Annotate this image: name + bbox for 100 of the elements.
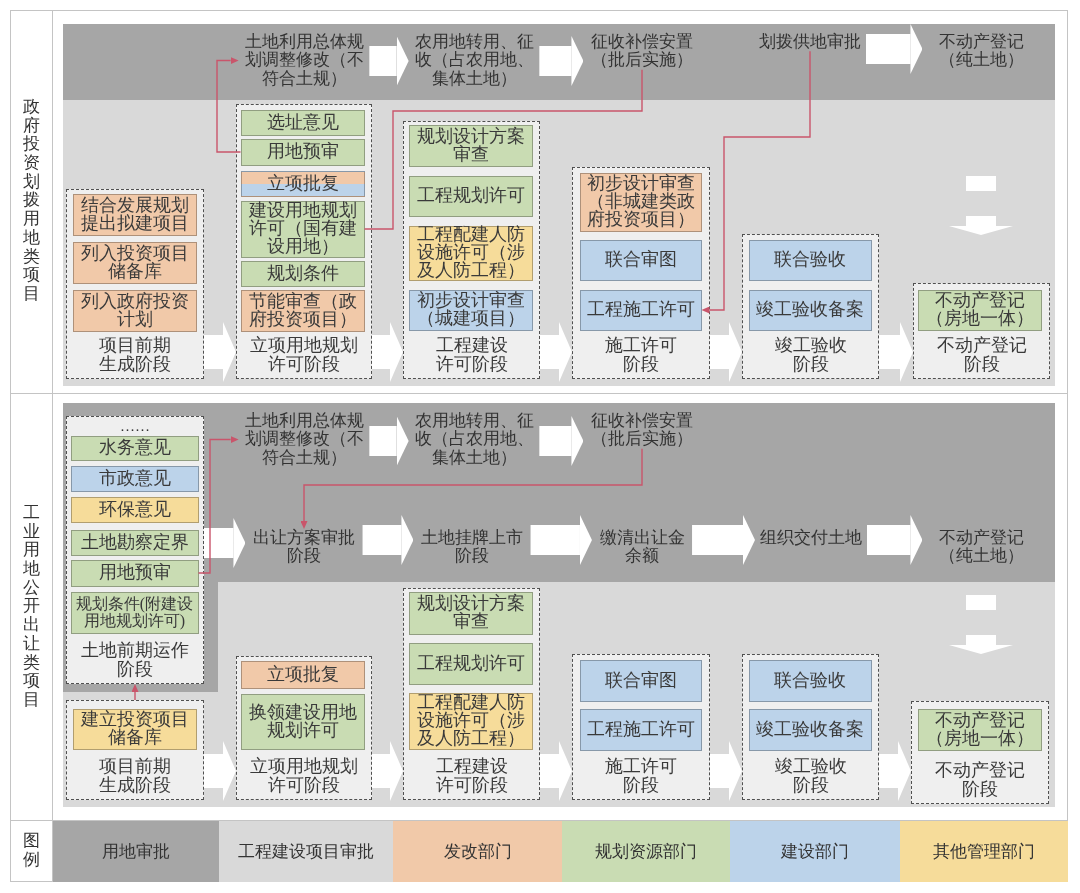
process-label: 工程施工许可 <box>586 720 695 739</box>
process-label: 初步设计审查（非城建类政府投资项目） <box>585 175 696 229</box>
process-box <box>240 109 365 136</box>
process-label: 列入投资项目储备库 <box>79 244 190 281</box>
legend-label: 其他管理部门 <box>933 841 1035 863</box>
block-arrow <box>866 24 923 74</box>
process-label: 立项批复 <box>266 665 339 684</box>
stage-group <box>913 283 1050 379</box>
process-box <box>408 692 533 750</box>
process-box <box>240 200 365 258</box>
process-box <box>240 170 365 197</box>
process-label: 联合审图 <box>604 251 677 269</box>
block-arrow <box>372 322 403 382</box>
ellipsis-text: …… <box>120 417 150 435</box>
row-header: 政府投资划拨用地类项目 <box>22 98 40 304</box>
process-box <box>748 659 872 702</box>
process-label: 初步设计审查（城建项目） <box>415 292 526 328</box>
process-label: 工程施工许可 <box>586 301 695 319</box>
stage-group <box>403 588 540 800</box>
process-box <box>240 289 365 332</box>
stage-group <box>66 189 204 379</box>
process-box <box>579 289 702 331</box>
stage-label: 不动产登记阶段 <box>934 760 1026 800</box>
process-label: 工程配建人防设施许可（涉及人防工程） <box>415 226 526 280</box>
legend-label: 发改部门 <box>443 841 512 863</box>
process-label: 用地预审 <box>266 143 339 161</box>
stage-group <box>66 700 204 800</box>
stage-label: 土地前期运作阶段 <box>80 640 190 680</box>
step-text: 出让方案审批阶段 <box>245 529 363 566</box>
process-box <box>408 175 533 217</box>
process-box <box>72 708 197 750</box>
process-box <box>748 708 872 751</box>
stage-label: 竣工验收阶段 <box>773 756 848 796</box>
stage-group <box>572 167 710 379</box>
process-label: 选址意见 <box>266 113 339 132</box>
process-label: 规划设计方案审查 <box>415 595 526 631</box>
stage-label: 施工许可阶段 <box>604 756 678 796</box>
process-label: 竣工验收备案 <box>756 720 864 739</box>
stage-label: 项目前期生成阶段 <box>98 335 172 375</box>
process-label: 规划条件(附建设用地规划许可) <box>74 596 195 629</box>
connector-arrow <box>131 683 139 701</box>
process-label: 市政意见 <box>98 469 171 488</box>
legend-heading: 图例 <box>22 832 40 870</box>
process-label: 土地勘察定界 <box>80 533 189 552</box>
process-box <box>917 289 1042 331</box>
process-label: 节能审查（政府投资项目） <box>247 292 358 329</box>
block-arrow <box>372 741 403 801</box>
stage-group <box>66 416 204 684</box>
stage-group <box>742 654 879 800</box>
stage-group <box>572 654 710 800</box>
block-arrow <box>540 741 572 801</box>
block-arrow <box>204 322 236 382</box>
block-arrow <box>530 515 592 565</box>
process-box <box>72 241 197 284</box>
process-label: 环保意见 <box>98 500 171 519</box>
process-box <box>70 435 199 461</box>
block-arrow <box>692 515 755 565</box>
stage-label: 施工许可阶段 <box>604 335 678 375</box>
stage-group <box>236 656 372 800</box>
block-arrow <box>879 741 911 801</box>
connector-arrow <box>197 436 240 574</box>
stage-group <box>236 104 372 379</box>
legend-label: 规划资源部门 <box>595 841 697 863</box>
block-arrow <box>710 741 742 801</box>
process-label: 工程规划许可 <box>416 654 525 673</box>
step-text: 征收补偿安置（批后实施） <box>583 33 701 70</box>
process-label: 规划条件 <box>266 264 339 283</box>
legend-label: 工程建设项目审批 <box>238 841 374 863</box>
process-box <box>579 708 702 751</box>
connector-arrow <box>300 448 643 530</box>
stage-group <box>742 234 879 379</box>
stage-label: 竣工验收阶段 <box>773 335 848 375</box>
step-text: 划拨供地审批 <box>754 33 866 52</box>
process-box <box>579 239 702 281</box>
process-box <box>70 529 199 556</box>
step-text: 不动产登记（纯土地） <box>922 529 1040 566</box>
process-label: 联合验收 <box>774 251 846 269</box>
connector-line <box>363 69 643 230</box>
process-box <box>72 193 197 236</box>
process-label: 结合发展规划提出拟建项目 <box>79 196 190 233</box>
stage-label: 工程建设许可阶段 <box>434 335 509 375</box>
legend-label: 建设部门 <box>781 841 849 863</box>
process-box <box>408 124 533 167</box>
process-label: 联合验收 <box>774 671 846 690</box>
process-box <box>748 289 872 331</box>
process-box <box>240 138 365 166</box>
legend-label: 用地审批 <box>102 841 170 863</box>
process-label: 立项批复 <box>266 174 339 193</box>
process-box <box>579 172 702 232</box>
process-box <box>70 496 199 523</box>
stage-label: 立项用地规划许可阶段 <box>249 335 359 375</box>
step-text: 农用地转用、征收（占农用地、集体土地） <box>408 33 540 89</box>
step-text: 土地挂牌上市阶段 <box>413 529 531 566</box>
process-box <box>748 239 872 281</box>
stage-label: 立项用地规划许可阶段 <box>249 756 359 796</box>
process-box <box>917 708 1042 751</box>
process-box <box>579 659 702 702</box>
step-text: 土地利用总体规划调整修改（不符合土规） <box>238 412 370 468</box>
process-box <box>408 289 533 331</box>
process-box <box>72 289 197 332</box>
